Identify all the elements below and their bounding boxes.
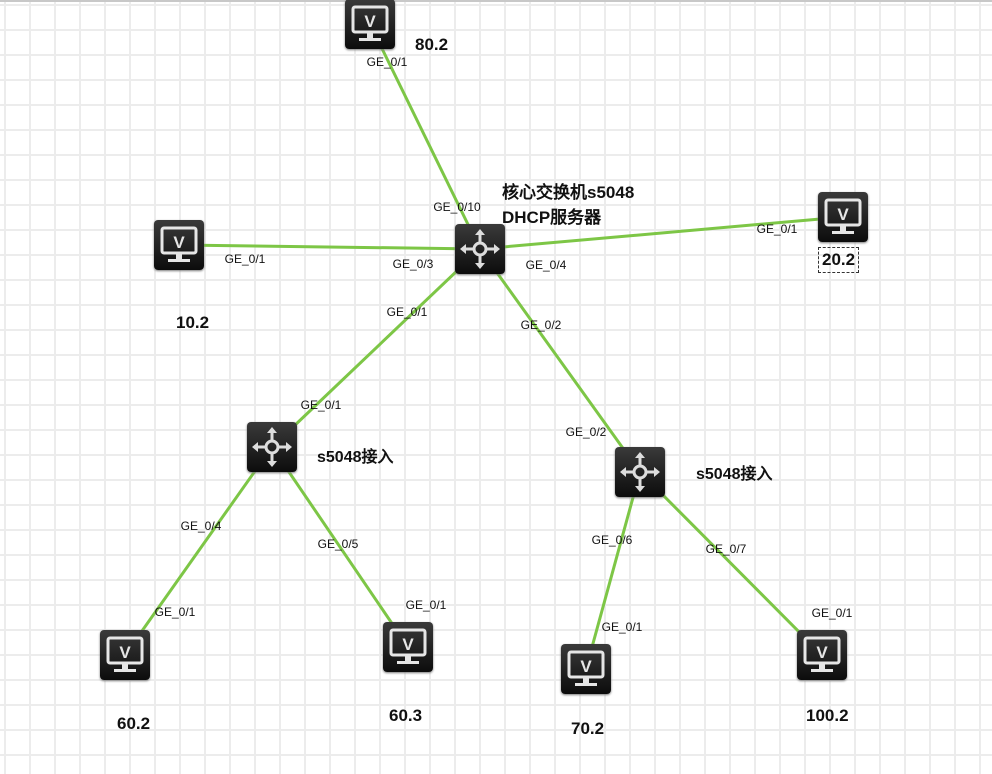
pc-label: 100.2 xyxy=(806,706,849,725)
monitor-icon: V xyxy=(824,198,862,234)
access-switch-left[interactable] xyxy=(247,422,297,472)
port-label: GE_0/1 xyxy=(154,605,196,619)
port-label: GE_0/1 xyxy=(811,606,853,620)
port-label: GE_0/1 xyxy=(300,398,342,412)
pc-10-2[interactable]: V xyxy=(154,220,204,270)
pc-80-2[interactable]: V xyxy=(345,0,395,49)
switch-icon xyxy=(460,229,500,269)
link xyxy=(270,247,482,449)
port-label: GE_0/2 xyxy=(565,425,607,439)
pc-label: 60.3 xyxy=(389,706,423,725)
monitor-icon: V xyxy=(351,5,389,41)
switch-icon xyxy=(620,452,660,492)
link xyxy=(123,446,274,656)
svg-text:V: V xyxy=(580,657,592,676)
port-label: GE_0/1 xyxy=(386,305,428,319)
svg-text:V: V xyxy=(119,643,131,662)
access-switch-right-label: s5048接入 xyxy=(696,466,773,483)
pc-label: 70.2 xyxy=(571,719,605,738)
pc-70-2[interactable]: V xyxy=(561,644,611,694)
port-label: GE_0/1 xyxy=(756,222,798,236)
port-label: GE_0/4 xyxy=(525,258,567,272)
access-switch-right[interactable] xyxy=(615,447,665,497)
svg-text:V: V xyxy=(816,643,828,662)
port-label: GE_0/1 xyxy=(601,620,643,634)
pc-20-2[interactable]: V xyxy=(818,192,868,242)
port-label: GE_0/5 xyxy=(317,537,359,551)
switch-icon xyxy=(252,427,292,467)
port-label: GE_0/1 xyxy=(405,598,447,612)
port-label: GE_0/4 xyxy=(180,519,222,533)
svg-text:V: V xyxy=(364,12,376,31)
monitor-icon: V xyxy=(803,636,841,672)
monitor-icon: V xyxy=(389,628,427,664)
link xyxy=(270,446,410,648)
access-switch-left-label: s5048接入 xyxy=(317,449,394,466)
port-label: GE_0/7 xyxy=(705,542,747,556)
monitor-icon: V xyxy=(160,226,198,262)
port-label: GE_0/2 xyxy=(520,318,562,332)
svg-text:V: V xyxy=(837,205,849,224)
port-label: GE_0/3 xyxy=(392,257,434,271)
pc-60-2[interactable]: V xyxy=(100,630,150,680)
pc-label: 10.2 xyxy=(176,313,210,332)
monitor-icon: V xyxy=(106,636,144,672)
svg-text:V: V xyxy=(173,233,185,252)
link xyxy=(368,23,482,250)
pc-label-selected[interactable]: 20.2 xyxy=(818,247,860,273)
link xyxy=(584,471,642,670)
pc-100-2[interactable]: V xyxy=(797,630,847,680)
port-label: GE_0/1 xyxy=(224,252,266,266)
pc-label: 80.2 xyxy=(415,35,449,54)
core-switch-title: 核心交换机s5048 xyxy=(502,183,635,202)
pc-label: 60.2 xyxy=(117,714,151,733)
link xyxy=(178,243,481,251)
pc-60-3[interactable]: V xyxy=(383,622,433,672)
link xyxy=(478,248,642,473)
monitor-icon: V xyxy=(567,650,605,686)
port-label: GE_0/6 xyxy=(591,533,633,547)
port-label: GE_0/10 xyxy=(433,200,481,214)
port-label: GE_0/1 xyxy=(366,55,408,69)
link xyxy=(638,470,824,657)
svg-text:V: V xyxy=(402,635,414,654)
core-switch[interactable] xyxy=(455,224,505,274)
link xyxy=(479,215,844,251)
core-switch-subtitle: DHCP服务器 xyxy=(502,208,602,227)
